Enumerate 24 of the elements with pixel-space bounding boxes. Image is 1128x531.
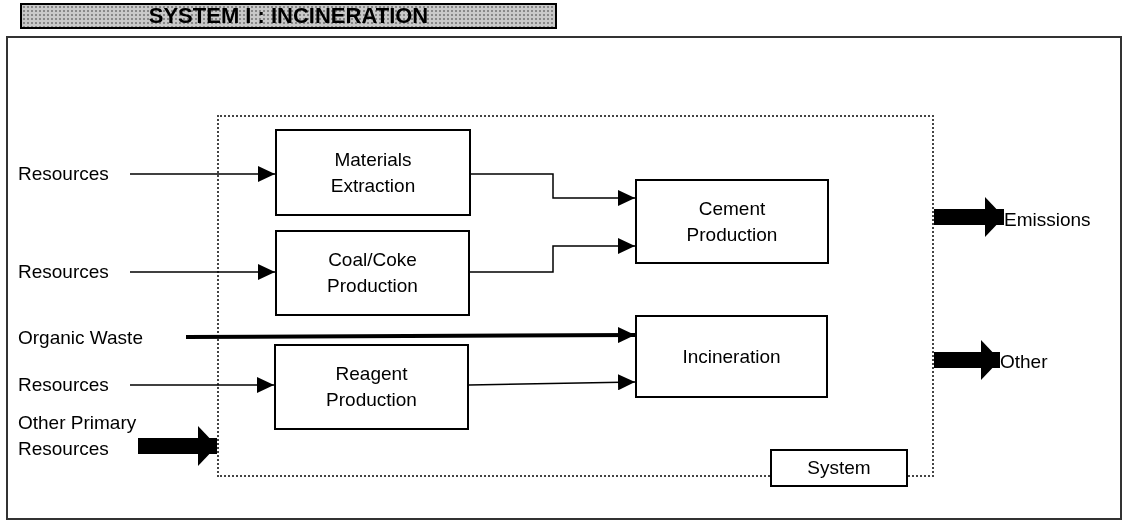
process-box: Coal/Coke Production xyxy=(275,230,470,316)
flow-label: Resources xyxy=(18,161,130,187)
flow-label: Other Primary Resources xyxy=(18,410,138,492)
block-arrow xyxy=(934,197,1004,237)
arrow xyxy=(129,377,275,393)
arrow xyxy=(186,327,635,344)
arrow xyxy=(470,173,636,206)
arrow xyxy=(129,264,276,280)
process-box: Materials Extraction xyxy=(275,129,471,216)
system-label-box: System xyxy=(770,449,908,487)
process-box: Incineration xyxy=(635,315,828,398)
process-box: Reagent Production xyxy=(274,344,469,430)
block-arrow xyxy=(934,340,1000,380)
arrow xyxy=(129,166,276,182)
flow-label: Other xyxy=(1000,349,1080,377)
flow-label: Resources xyxy=(18,372,130,398)
flow-label: Resources xyxy=(18,259,130,285)
process-box: Cement Production xyxy=(635,179,829,264)
arrow xyxy=(469,238,636,273)
flow-label: Organic Waste xyxy=(18,325,186,351)
block-arrow xyxy=(138,426,217,466)
title-banner: SYSTEM I : INCINERATION xyxy=(20,3,557,29)
flow-label: Emissions xyxy=(1004,207,1118,235)
arrow xyxy=(468,374,636,391)
